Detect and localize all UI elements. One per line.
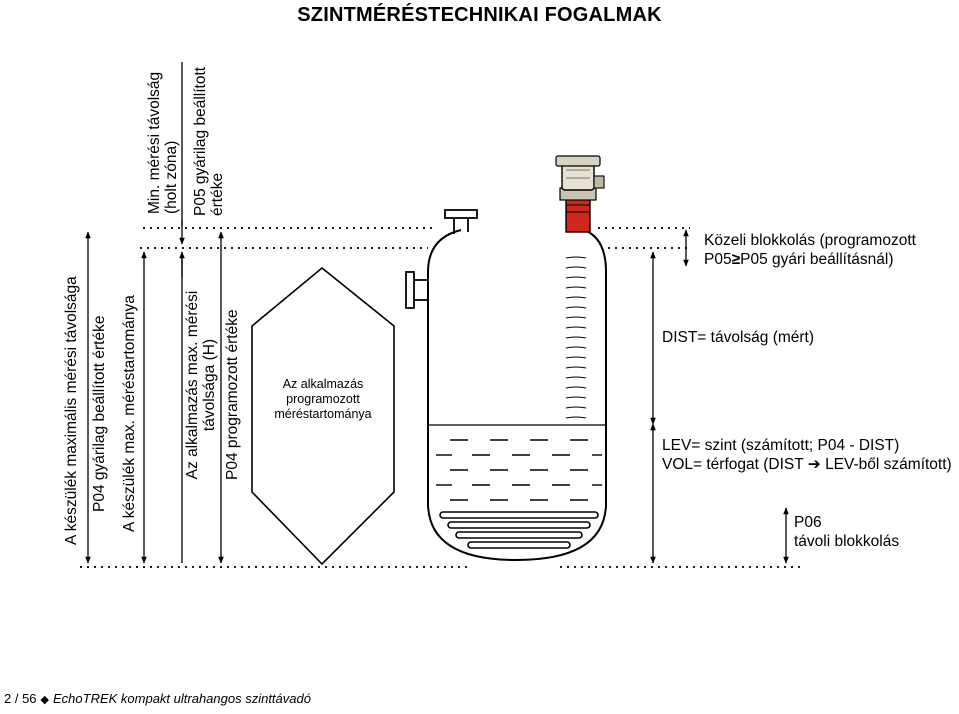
ultrasonic-beam [565,256,587,419]
greater-equal-symbol: ≥ [731,251,741,268]
transmitter-thread [565,197,591,233]
max-measuring-distance-label: A készülék maximális mérési távolsága [63,276,80,545]
tank [405,209,607,562]
min-distance-line2: (holt zóna) [163,140,180,214]
programmed-range-line1: Az alkalmazás [282,377,364,391]
near-blocking-label: Közeli blokkolás (programozott P05≥P05 g… [704,231,916,269]
programmed-range-line2: programozott [286,392,360,406]
page-title: SZINTMÉRÉSTECHNIKAI FOGALMAK [297,4,662,26]
programmed-range-label: Az alkalmazás programozott méréstartomán… [252,377,394,422]
near-blocking-line2: P05≥P05 gyári beállításnál) [704,250,916,269]
p05-factory-label: P05 gyárilag beállított értéke [192,67,226,216]
p05-factory-line2: értéke [209,172,226,216]
arrow-right-icon: ➔ [807,456,821,473]
near-blocking-p05: P05 [704,251,732,268]
near-blocking-line1: Közeli blokkolás (programozott [704,232,916,249]
tank-body [427,229,607,562]
p06-line1: P06 [794,514,822,531]
vol-label: VOL= térfogat (DIST ➔ LEV-ből számított) [662,455,952,474]
p04-factory-label: P04 gyárilag beállított értéke [91,315,108,512]
app-max-distance-line2: távolsága (H) [201,338,218,432]
app-max-distance-line1: Az alkalmazás max. mérési [184,290,201,480]
document-title: EchoTREK kompakt ultrahangos szinttávadó [53,691,311,706]
reference-lines [80,227,800,568]
vol-text-a: VOL= térfogat (DIST [662,456,804,473]
programmed-range-shape [251,266,395,566]
near-blocking-rest: P05 gyári beállításnál) [740,251,894,268]
nozzle-flange [444,209,478,219]
vol-text-b: LEV-ből számított) [825,456,952,473]
min-distance-line1: Min. mérési távolság [146,71,163,214]
liquid-waves [436,439,602,501]
bottom-coils [439,511,599,549]
programmed-range-line3: méréstartománya [274,407,372,421]
dist-label: DIST= távolság (mért) [662,329,815,346]
min-distance-label: Min. mérési távolság (holt zóna) [146,72,180,214]
device-max-range-label: A készülék max. méréstartománya [121,295,138,532]
app-max-distance-label: Az alkalmazás max. mérési távolsága (H) [184,280,218,490]
diamond-bullet-icon: ◆ [40,694,49,706]
footer: 2 / 56◆ EchoTREK kompakt ultrahangos szin… [4,691,311,706]
page-number: 2 / 56 [4,691,37,706]
p05-factory-line1: P05 gyárilag beállított [192,66,209,216]
side-nozzle [405,271,415,309]
p06-line2: távoli blokkolás [794,533,900,550]
ultrasonic-transmitter [555,155,605,233]
lev-label: LEV= szint (számított; P04 - DIST) [662,437,900,454]
p06-label: P06 távoli blokkolás [794,513,899,551]
p04-programmed-label: P04 programozott értéke [224,309,241,480]
